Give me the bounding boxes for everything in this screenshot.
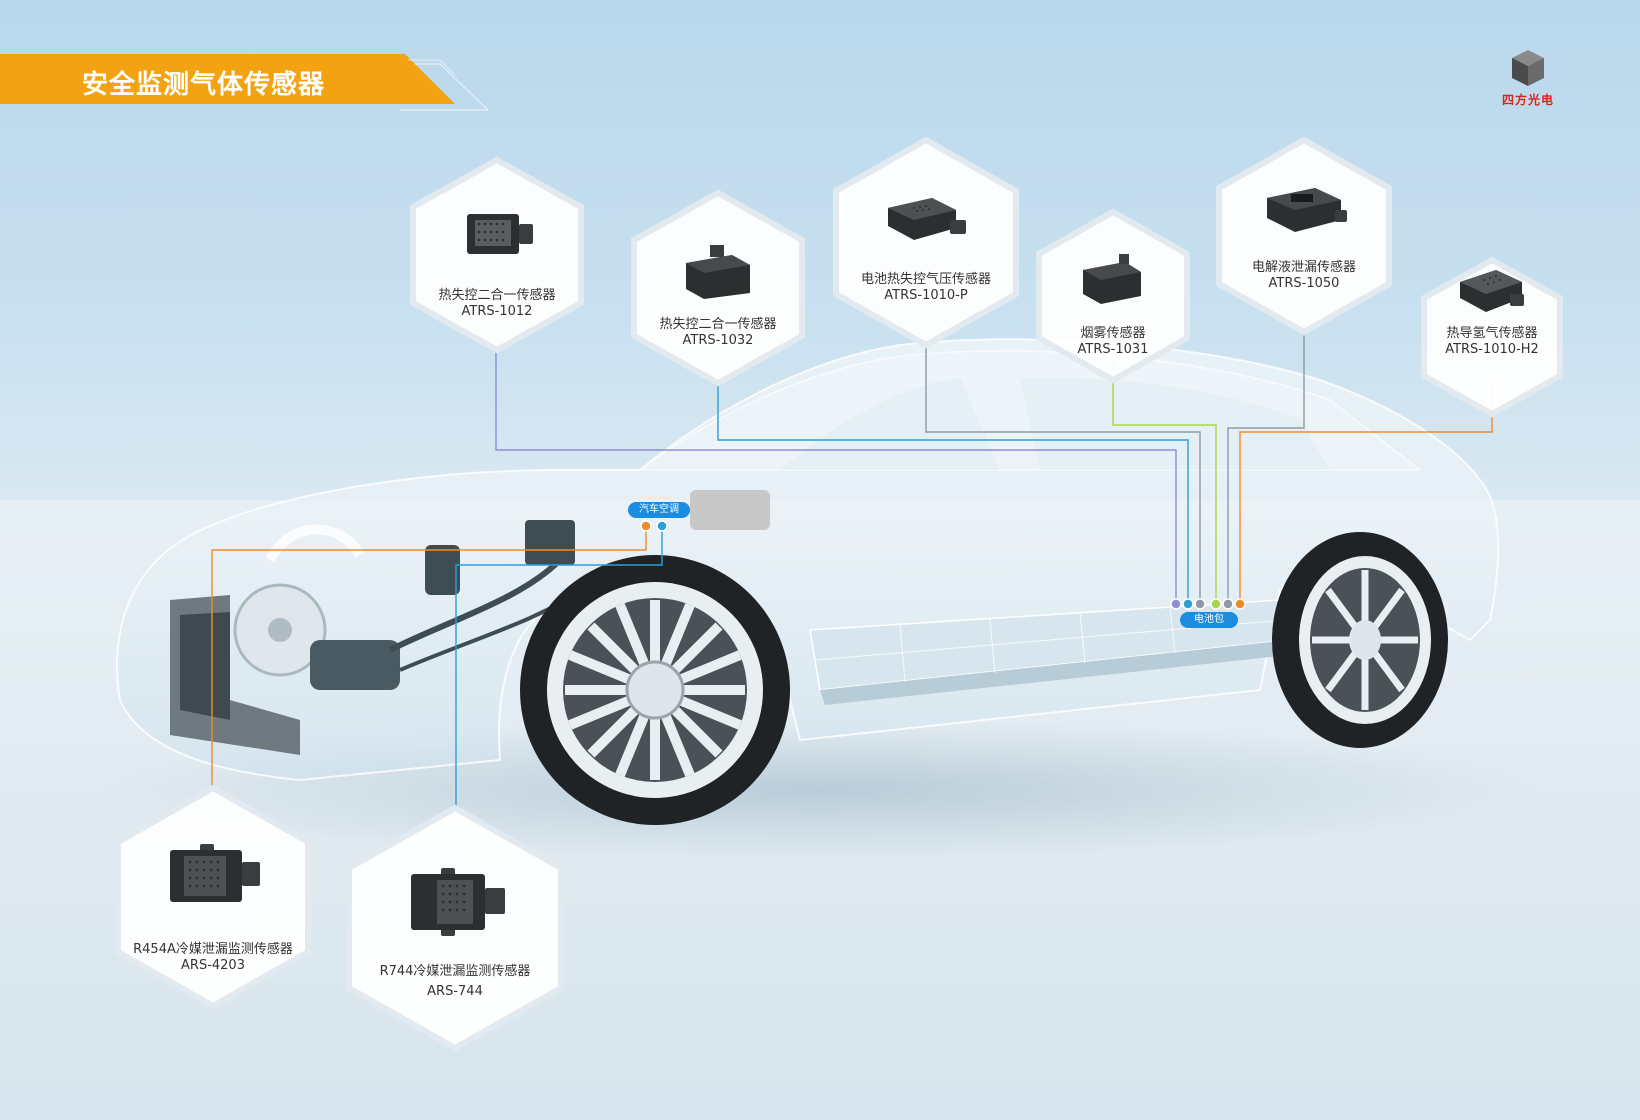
line-ars-4203 [211, 528, 647, 788]
sensor-name: 电解液泄漏传感器 [1251, 260, 1356, 275]
sensor-model: ATRS-1032 [682, 333, 754, 348]
sensor-card-atrs-1050[interactable]: 电解液泄漏传感器 ATRS-1050 [1216, 136, 1392, 336]
sensor-module-icon [1267, 188, 1347, 232]
header-bar [0, 54, 455, 104]
page-title: 安全监测气体传感器 [82, 69, 326, 99]
sensor-module-icon [411, 868, 505, 936]
line-atrs-1012 [495, 350, 1177, 604]
line-atrs-1050 [1227, 325, 1305, 604]
cube-logo-icon [1512, 50, 1544, 86]
header-deco-lines [400, 63, 490, 111]
sensor-model: ARS-4203 [181, 958, 245, 973]
sensor-module-icon [686, 245, 750, 299]
line-ars-744 [455, 528, 663, 808]
battery-dot-6 [1234, 598, 1246, 610]
sensor-model: ATRS-1010-H2 [1445, 342, 1539, 357]
aircon-dot-2 [656, 520, 668, 532]
front-wheel [520, 555, 790, 825]
engine-components [170, 490, 770, 755]
sensor-model: ARS-744 [427, 984, 483, 999]
sensor-name: 电池热失控气压传感器 [860, 272, 991, 287]
sensor-card-atrs-1012[interactable]: 热失控二合一传感器 ATRS-1012 [410, 156, 584, 354]
battery-dot-2 [1182, 598, 1194, 610]
sensor-name: R744冷媒泄漏监测传感器 [379, 964, 531, 979]
sensor-module-icon [170, 844, 260, 902]
battery-dot-5 [1222, 598, 1234, 610]
line-atrs-1010-p [925, 345, 1201, 604]
sensor-module-icon [1083, 254, 1141, 304]
sensor-model: ATRS-1050 [1268, 276, 1340, 291]
sensor-card-ars-4203[interactable]: R454A冷媒泄漏监测传感器 ARS-4203 [115, 784, 311, 1010]
sensor-card-atrs-1010-p[interactable]: 电池热失控气压传感器 ATRS-1010-P [833, 136, 1019, 349]
sensor-card-atrs-1010-h2[interactable]: 热导氢气传感器 ATRS-1010-H2 [1421, 256, 1563, 418]
aircon-dot-1 [640, 520, 652, 532]
sensor-card-atrs-1031[interactable]: 烟雾传感器 ATRS-1031 [1036, 208, 1190, 384]
sensor-model: ATRS-1031 [1077, 342, 1149, 357]
sensor-card-ars-744[interactable]: R744冷媒泄漏监测传感器 ARS-744 [346, 804, 564, 1052]
battery-dot-1 [1170, 598, 1182, 610]
sensor-name: 烟雾传感器 [1080, 326, 1146, 341]
sensor-module-icon [467, 214, 533, 254]
battery-dot-3 [1194, 598, 1206, 610]
sensor-name: 热导氢气传感器 [1446, 326, 1538, 341]
battery-pack-tag: 电池包 [1180, 612, 1238, 628]
sensor-model: ATRS-1012 [461, 304, 533, 319]
sensor-module-icon [1460, 270, 1524, 312]
sensor-name: R454A冷媒泄漏监测传感器 [133, 942, 293, 957]
line-atrs-1031 [1112, 360, 1217, 604]
line-atrs-1032 [717, 380, 1189, 604]
aircon-tag: 汽车空调 [628, 502, 690, 518]
rear-wheel [1272, 532, 1448, 748]
sensor-model: ATRS-1010-P [884, 288, 968, 303]
battery-dot-4 [1210, 598, 1222, 610]
sensor-name: 热失控二合一传感器 [659, 317, 777, 332]
sensor-module-icon [888, 198, 966, 240]
sensor-name: 热失控二合一传感器 [438, 288, 556, 303]
brand-name: 四方光电 [1501, 93, 1554, 107]
sensor-card-atrs-1032[interactable]: 热失控二合一传感器 ATRS-1032 [631, 189, 805, 387]
